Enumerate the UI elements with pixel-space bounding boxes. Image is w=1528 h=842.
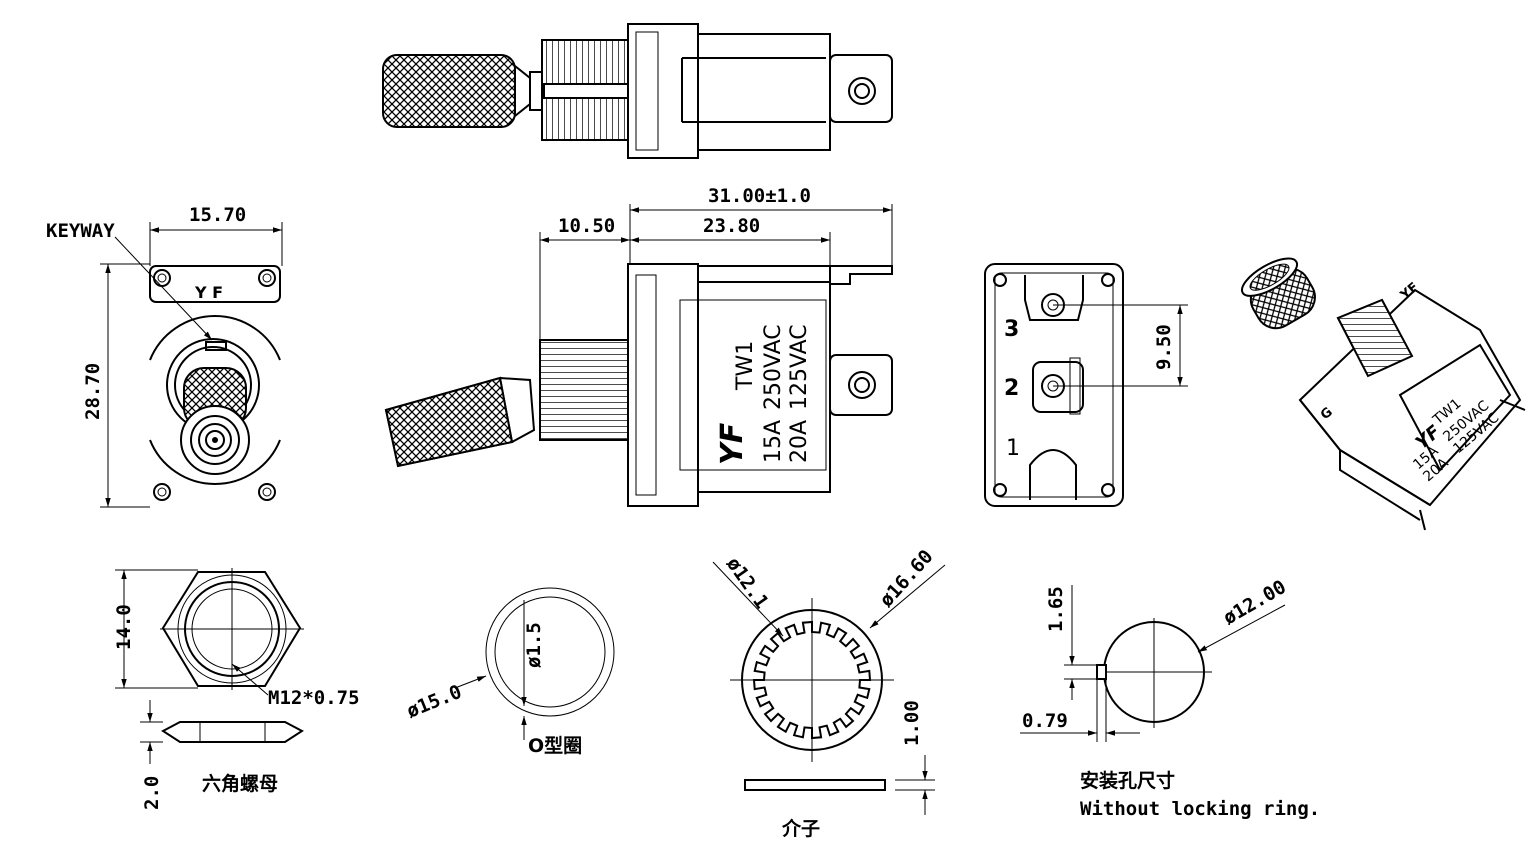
isometric-view: YF TW1 15A 250VAC 20A 125VAC YF G <box>1241 257 1526 531</box>
hex-nut <box>160 568 304 743</box>
dim-m12: M12*0.75 <box>268 687 360 709</box>
dim-washer-1-00: 1.00 <box>901 700 923 746</box>
keyway-label: KEYWAY <box>46 220 115 242</box>
without-ring-note: Without locking ring. <box>1080 798 1320 820</box>
mounting-hole <box>1096 618 1212 728</box>
rating-1a: 15A <box>761 420 786 463</box>
dim-o-ring-15: ø15.0 <box>404 681 465 723</box>
front-view: Y F <box>149 265 281 501</box>
dim-2-0: 2.0 <box>141 776 163 810</box>
dim-o-ring-1-5: ø1.5 <box>523 622 545 668</box>
dim-23-80: 23.80 <box>703 215 760 237</box>
dimension-hole: ø12.00 1.65 0.79 <box>1020 576 1290 742</box>
mounting-hole-label: 安装孔尺寸 <box>1080 769 1175 792</box>
hex-nut-label: 六角螺母 <box>202 772 278 795</box>
dim-10-50: 10.50 <box>558 215 615 237</box>
dim-14-0: 14.0 <box>113 604 135 650</box>
dimension-terminal-pitch: 9.50 <box>1053 304 1188 387</box>
dim-key-1-65: 1.65 <box>1045 586 1067 632</box>
dimension-lengths: 31.00±1.0 10.50 23.80 <box>539 185 893 340</box>
terminal-3: 3 <box>1004 317 1019 342</box>
back-view: 3 2 1 <box>984 263 1124 507</box>
front-brand-text: Y F <box>194 283 223 302</box>
model-mark: TW1 <box>733 341 758 391</box>
dim-key-0-79: 0.79 <box>1022 710 1068 732</box>
dim-washer-12-1: ø12.1 <box>722 553 773 612</box>
dim-31-00: 31.00±1.0 <box>708 185 811 207</box>
rating-2a: 20A <box>787 420 812 463</box>
dim-9-50: 9.50 <box>1153 324 1175 370</box>
terminal-1: 1 <box>1006 436 1020 461</box>
washer <box>730 598 935 791</box>
dimension-front-width: 15.70 <box>149 204 283 266</box>
rating-2v: 125VAC <box>787 324 812 410</box>
terminal-2: 2 <box>1004 376 1019 401</box>
dimension-nut: 14.0 M12*0.75 2.0 <box>113 569 360 810</box>
brand-mark: YF <box>715 422 750 465</box>
keyway-leader <box>114 236 213 341</box>
side-view: YF TW1 15A 250VAC 20A 125VAC <box>384 263 893 507</box>
top-view <box>382 23 893 159</box>
dim-28-70: 28.70 <box>82 363 104 420</box>
rating-1v: 250VAC <box>761 324 786 410</box>
dim-15-70: 15.70 <box>189 204 246 226</box>
washer-label: 介子 <box>781 817 820 840</box>
o-ring-label: O型圈 <box>528 734 582 757</box>
dimension-front-height: 28.70 <box>82 263 150 508</box>
o-ring: ø15.0 ø1.5 <box>404 587 615 740</box>
